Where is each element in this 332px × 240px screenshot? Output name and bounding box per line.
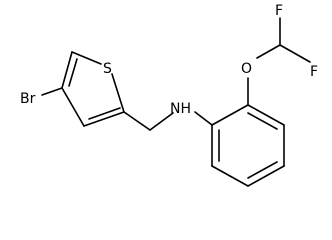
structure-canvas: Br S NH O F F xyxy=(20,3,318,187)
fluorine-right-label: F xyxy=(310,64,318,80)
bond-c2-c3 xyxy=(61,51,73,89)
bond-ch2-n xyxy=(149,112,174,131)
bromine-label: Br xyxy=(20,91,36,107)
bond-c4-c5-inner xyxy=(88,107,121,120)
bond-c4-c5 xyxy=(83,111,125,127)
molecule-drawing: Br S NH O F F xyxy=(20,3,318,187)
bond-c3-br xyxy=(41,87,63,96)
sulfur-label: S xyxy=(103,61,112,77)
bond-b2-b3-inner xyxy=(247,112,278,130)
bond-b4-b5 xyxy=(247,165,285,187)
bond-b5-b6 xyxy=(211,165,249,187)
oxygen-label: O xyxy=(241,61,252,77)
bond-n-aryl xyxy=(194,111,213,126)
bond-s-c2 xyxy=(71,51,102,65)
amine-label: NH xyxy=(170,101,191,117)
bond-c5-s xyxy=(111,73,125,113)
bond-c5-ch2 xyxy=(123,111,151,131)
bond-b2-b3 xyxy=(247,104,285,126)
bond-c2-c3-inner xyxy=(68,58,78,87)
fluorine-top-label: F xyxy=(275,3,283,19)
bond-b1-b2 xyxy=(211,104,249,126)
bond-b4-b5-inner xyxy=(247,161,278,179)
bond-c3-c4 xyxy=(61,87,85,127)
bond-cf2-f-right xyxy=(279,44,311,63)
bond-o-cf2 xyxy=(256,44,281,59)
